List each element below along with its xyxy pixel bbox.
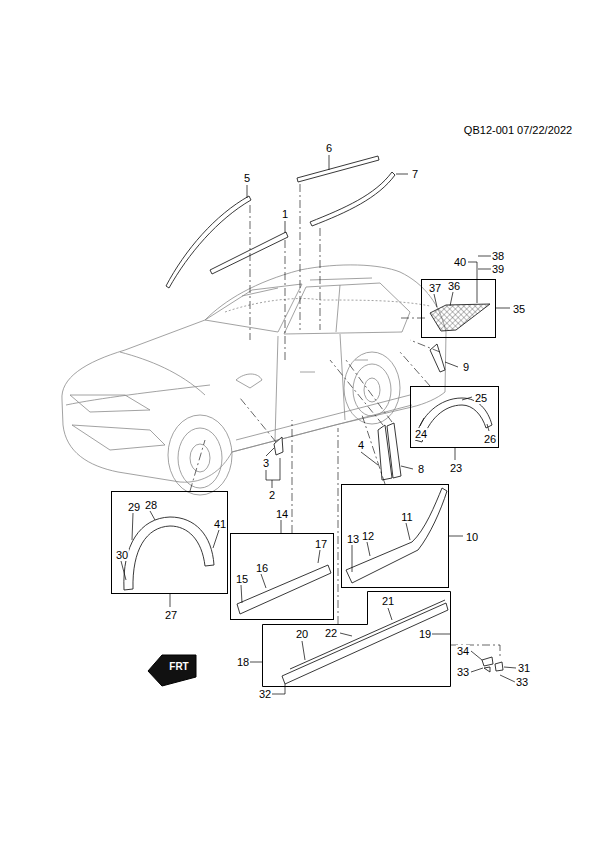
callout-number: 8 bbox=[417, 463, 425, 475]
callout-number: 35 bbox=[512, 303, 526, 315]
callout-number: 34 bbox=[456, 645, 470, 657]
callout-number: 25 bbox=[474, 392, 488, 404]
callout-number: 41 bbox=[213, 518, 227, 530]
callout-number: 14 bbox=[275, 508, 289, 520]
callout-number: 33 bbox=[456, 666, 470, 678]
callout-number: 30 bbox=[115, 549, 129, 561]
callout-number: 22 bbox=[324, 627, 338, 639]
callout-number: 27 bbox=[164, 609, 178, 621]
callout-number: 28 bbox=[144, 499, 158, 511]
callout-number: 9 bbox=[462, 361, 470, 373]
callout-number: 33 bbox=[515, 676, 529, 688]
callout-number: 20 bbox=[295, 628, 309, 640]
front-arrow bbox=[148, 655, 196, 686]
callout-number: 37 bbox=[428, 282, 442, 294]
callout-number: 1 bbox=[281, 208, 289, 220]
callout-number: 21 bbox=[381, 595, 395, 607]
callout-number: 11 bbox=[400, 511, 413, 523]
callout-number: 7 bbox=[411, 168, 419, 180]
callout-number: 5 bbox=[243, 172, 251, 184]
callout-number: 13 bbox=[346, 533, 360, 545]
callout-number: 10 bbox=[465, 531, 479, 543]
callout-number: 40 bbox=[453, 256, 467, 268]
group-frame: 1821222019 bbox=[262, 591, 451, 687]
group-frame: 10111213 bbox=[341, 484, 449, 588]
callout-number: 32 bbox=[258, 688, 272, 700]
callout-number: 16 bbox=[255, 562, 269, 574]
group-frame: 353736 bbox=[421, 279, 496, 338]
callout-number: 24 bbox=[414, 428, 428, 440]
group-frame: 14171615 bbox=[230, 533, 334, 620]
callout-number: 3 bbox=[262, 457, 270, 469]
callout-number: 38 bbox=[491, 250, 505, 262]
leader-lines bbox=[121, 155, 516, 694]
callout-number: 31 bbox=[517, 662, 531, 674]
callout-number: 26 bbox=[483, 433, 497, 445]
drawing-id: QB12-001 07/22/2022 bbox=[463, 124, 573, 136]
callout-number: 6 bbox=[325, 142, 333, 154]
callout-number: 23 bbox=[449, 462, 463, 474]
callout-number: 12 bbox=[361, 530, 375, 542]
callout-number: 18 bbox=[236, 656, 250, 668]
callout-number: 15 bbox=[235, 573, 249, 585]
callout-number: 36 bbox=[447, 280, 461, 292]
group-frame: 23252426 bbox=[410, 386, 499, 448]
callout-number: FRT bbox=[168, 661, 189, 673]
callout-number: 4 bbox=[357, 439, 365, 451]
callout-number: 17 bbox=[314, 538, 328, 550]
part-shapes bbox=[124, 156, 503, 684]
callout-number: 39 bbox=[491, 263, 505, 275]
callout-number: 29 bbox=[127, 501, 141, 513]
group-frame: 2729284130 bbox=[111, 491, 228, 594]
callout-number: 2 bbox=[268, 489, 276, 501]
vehicle-outline bbox=[62, 265, 446, 495]
callout-number: 19 bbox=[418, 628, 432, 640]
reference-lines bbox=[190, 184, 500, 656]
